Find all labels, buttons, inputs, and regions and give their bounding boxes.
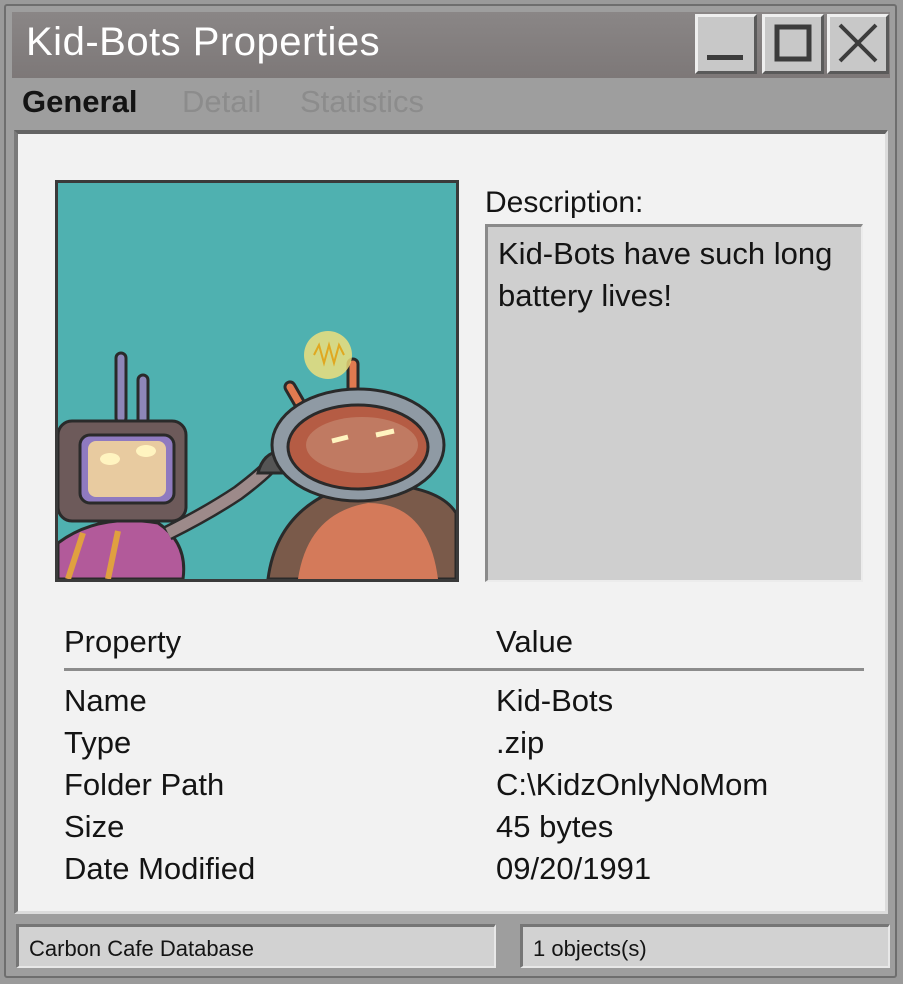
properties-window: Kid-Bots Properties General Detail Stati… (4, 4, 897, 978)
status-object-count: 1 objects(s) (520, 924, 890, 968)
close-button[interactable] (827, 14, 889, 74)
property-value: Kid-Bots (496, 683, 614, 718)
minimize-icon (707, 55, 743, 60)
tab-statistics[interactable]: Statistics (300, 84, 425, 119)
table-row: Name Kid-Bots (64, 683, 864, 725)
close-icon (838, 23, 878, 63)
property-value: 09/20/1991 (496, 851, 652, 886)
table-row: Size 45 bytes (64, 809, 864, 851)
maximize-button[interactable] (762, 14, 824, 74)
properties-table: Property Value Name Kid-Bots Type .zip F… (64, 622, 864, 893)
table-row: Date Modified 09/20/1991 (64, 851, 864, 893)
preview-image (55, 180, 459, 582)
property-name: Type (64, 725, 132, 760)
property-name: Date Modified (64, 851, 256, 886)
property-name: Size (64, 809, 125, 844)
property-name: Name (64, 683, 147, 718)
status-database: Carbon Cafe Database (16, 924, 496, 968)
title-bar[interactable]: Kid-Bots Properties (12, 12, 890, 78)
property-name: Folder Path (64, 767, 225, 802)
window-title: Kid-Bots Properties (26, 20, 381, 64)
column-header-property[interactable]: Property (64, 624, 182, 659)
property-value: .zip (496, 725, 545, 760)
table-row: Type .zip (64, 725, 864, 767)
property-value: C:\KidzOnlyNoMom (496, 767, 769, 802)
kid-bots-illustration (58, 183, 456, 579)
general-panel: Description: Kid-Bots have such long bat… (14, 130, 888, 914)
tab-detail[interactable]: Detail (182, 84, 262, 119)
property-value: 45 bytes (496, 809, 614, 844)
column-header-value[interactable]: Value (496, 624, 573, 659)
maximize-icon (774, 24, 812, 62)
table-header: Property Value (64, 622, 864, 671)
table-row: Folder Path C:\KidzOnlyNoMom (64, 767, 864, 809)
description-textbox[interactable]: Kid-Bots have such long battery lives! (485, 224, 863, 582)
minimize-button[interactable] (695, 14, 757, 74)
description-label: Description: (485, 186, 644, 219)
tab-general[interactable]: General (22, 84, 138, 119)
